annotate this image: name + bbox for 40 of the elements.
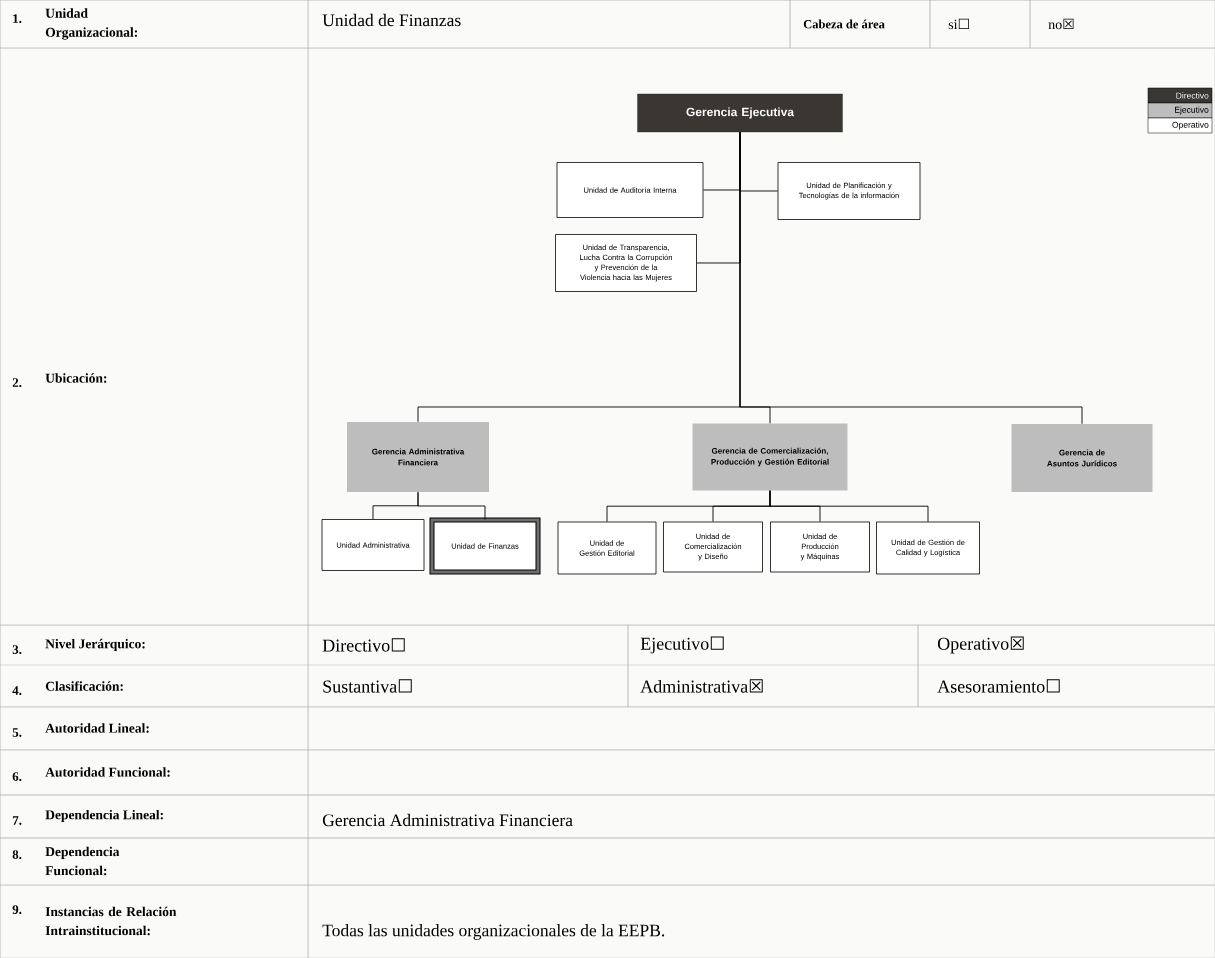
checkbox-option: Operativo☒: [937, 636, 1024, 654]
legend-text: Ejecutivo: [1175, 106, 1209, 115]
checkbox-option: Ejecutivo☐: [640, 636, 724, 654]
field-label: Nivel Jerárquico:: [45, 638, 145, 652]
row-number: 4.: [12, 686, 22, 695]
org-box: Gerencia Administrativa Financiera: [347, 422, 489, 492]
org-box: Gerencia de Comercialización, Producción y Gestión Editorial: [692, 423, 848, 491]
checkbox-option: no☒: [1048, 18, 1074, 30]
checkbox-option: si☐: [948, 18, 969, 30]
row-number: 7.: [12, 816, 22, 825]
row-number: 3.: [12, 645, 22, 654]
row-number: 9.: [12, 905, 22, 914]
org-box: Gerencia de Asuntos Jurídicos: [1011, 424, 1153, 492]
checkbox-option: Asesoramiento☐: [937, 679, 1060, 693]
field-label: Clasificación:: [45, 681, 123, 691]
checkbox-option: Administrativa☒: [640, 679, 763, 693]
field-label: Cabeza de área: [803, 19, 885, 29]
field-label: Unidad Organizacional:: [45, 8, 137, 40]
legend-text: Operativo: [1172, 121, 1209, 130]
connector-line: [769, 490, 929, 523]
checkbox-option: Sustantiva☐: [323, 679, 412, 693]
row-number: 5.: [12, 728, 22, 737]
field-value: Unidad de Finanzas: [322, 13, 461, 27]
field-value: Gerencia Administrativa Financiera: [322, 813, 573, 827]
row-number: 8.: [12, 850, 22, 860]
field-label: Dependencia Funcional:: [45, 846, 120, 876]
row-number: 2.: [12, 378, 22, 387]
field-value: Todas las unidades organizacionales de la EEPB.: [322, 924, 665, 940]
row-number: 6.: [12, 772, 22, 781]
field-label: Instancias de Relación Intrainstitucional:: [45, 906, 177, 936]
row-number: 1.: [13, 14, 22, 23]
field-label: Autoridad Lineal:: [45, 723, 149, 733]
legend-text: Directivo: [1176, 92, 1209, 99]
field-label: Dependencia Lineal:: [45, 809, 163, 823]
checkbox-option: Directivo☐: [322, 638, 405, 652]
connector-line: [417, 491, 486, 520]
connector-line: [739, 131, 1083, 425]
org-box: Gerencia Ejecutiva: [637, 93, 843, 133]
field-label: Ubicación:: [45, 373, 107, 383]
field-label: Autoridad Funcional:: [45, 767, 170, 777]
